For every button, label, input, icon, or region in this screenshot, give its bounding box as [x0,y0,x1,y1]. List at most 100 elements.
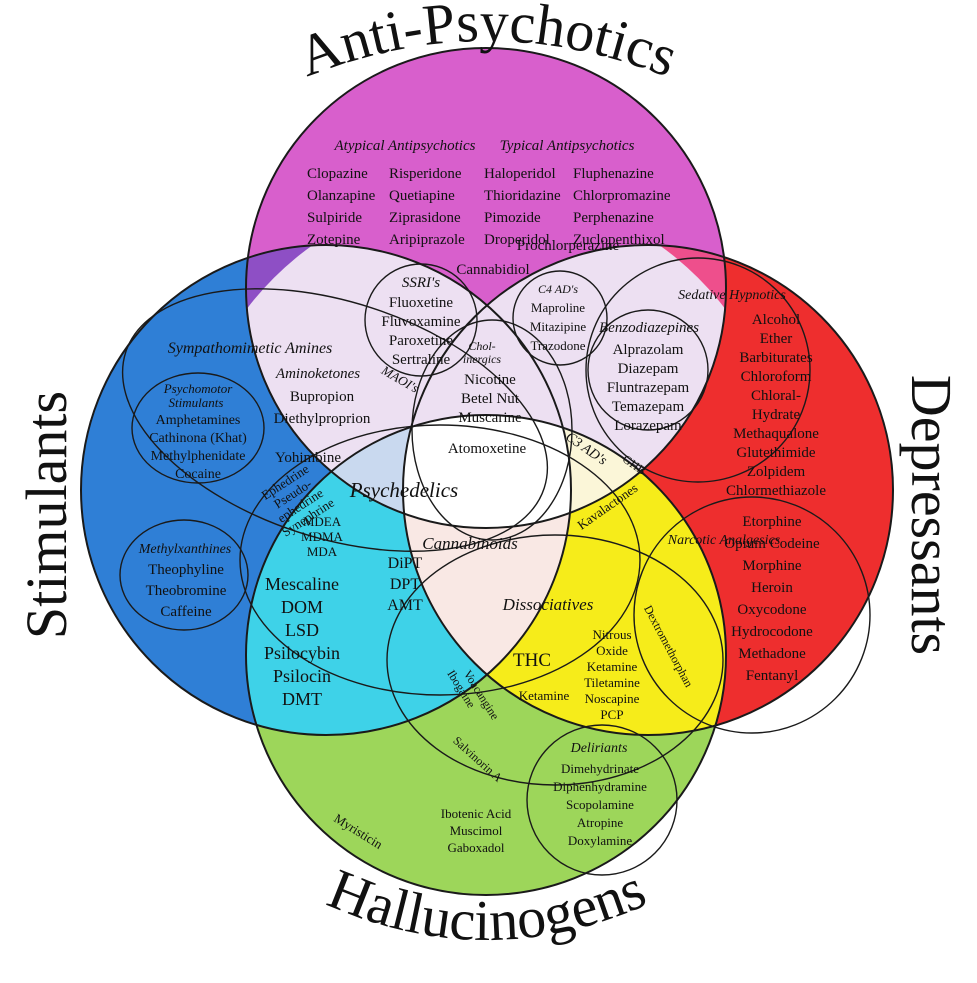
drug-label: DMT [282,689,322,709]
drug-label: Heroin [751,580,793,596]
drug-label: Gaboxadol [447,840,504,855]
drug-label: Muscimol [450,823,503,838]
benzodiazepines-title: Benzodiazepines [599,320,699,336]
drug-label: Hydrate [752,407,801,423]
drug-label: Hydrocodone [731,624,813,640]
drug-label: Aripiprazole [389,232,465,248]
deliriants-title: Deliriants [570,741,628,756]
drug-label: Haloperidol [484,166,556,182]
drug-label: Methylphenidate [151,449,246,464]
cholinergics-title-a: Chol- [468,339,495,353]
drug-label: Diphenhydramine [553,779,647,794]
drug-label: Etorphine [742,514,801,530]
drug-label: Methaqualone [733,426,819,442]
drug-label: Nicotine [464,372,516,388]
dissociatives-title: Dissociatives [502,595,594,614]
ssri-title: SSRI's [402,275,440,291]
drug-label: Zotepine [307,232,361,248]
deliriants-list: DimehydrinateDiphenhydramineScopolamineA… [553,761,647,848]
drug-label: Fluoxetine [389,295,454,311]
drug-label: Oxycodone [737,602,806,618]
drug-label: Fluntrazepam [607,380,690,396]
psychomotor-title-b: Stimulants [169,395,224,410]
four-way-center [403,415,571,528]
drug-label: Doxylamine [568,833,632,848]
drug-label: Dimehydrinate [561,761,639,776]
typical-col-a: HaloperidolThioridazinePimozideDroperido… [484,166,561,248]
drug-label: MDMA [301,529,344,544]
drug-label: Chloral- [751,388,801,404]
drug-label: Tiletamine [584,675,640,690]
drug-label: Lorazepam [614,418,682,434]
c4-ad-outline [512,270,608,366]
drug-label: Nitrous [593,627,632,642]
drug-label: MDEA [303,514,342,529]
sedative-hypnotics-title: Sedative Hypnotics [678,288,786,303]
psychedelics-outline [239,424,641,696]
cholinergics-title-b: inergics [463,352,502,366]
sedative-hypnotics-list-top: AlcoholEtherBarbituratesChloroformChlora… [726,312,826,499]
ssri-outline [364,263,478,377]
drug-label: Zolpidem [747,464,806,480]
stimulants-outline [80,244,572,736]
drug-label: Ziprasidone [389,210,461,226]
methylxanthines-title: Methylxanthines [138,542,232,557]
drug-label: Temazepam [612,399,685,415]
drug-label: Glutethimide [736,445,815,461]
benzodiazepines-outline [587,309,709,431]
drug-label: Mescaline [265,574,339,594]
drug-label: Maproline [531,300,585,315]
drug-label: Sertraline [392,352,451,368]
drug-label: Barbiturates [739,350,812,366]
drug-label: Alprazolam [613,342,684,358]
drug-label: Morphine [742,558,802,574]
drug-label: Betel Nut [461,391,520,407]
drug-label: Pimozide [484,210,541,226]
drug-label: Alcohol [752,312,800,328]
drug-label: DOM [281,597,323,617]
drug-label: Opium Codeine [724,536,820,552]
drug-label: Diazepam [618,361,679,377]
cannabidiol-label: Cannabidiol [456,262,529,278]
drug-label: Methadone [738,646,806,662]
drug-label: Ether [760,331,792,347]
drug-label: DPT [390,576,420,593]
c4-ad-title: C4 AD's [538,282,578,296]
dissociative-list: NitrousOxideKetamineTiletamineNoscapineP… [584,627,640,722]
drug-label: Fluphenazine [573,166,654,182]
aminoketones-title: Aminoketones [275,366,360,382]
anti-psychotics-outline [245,47,727,529]
drug-label: Clopazine [307,166,368,182]
atypical-antipsychotics-title: Atypical Antipsychotics [334,138,476,154]
drug-label: Scopolamine [566,797,634,812]
depressants-title: Depressants [899,375,964,655]
sedative-hypnotics-outline [585,257,811,483]
ssri-list: FluoxetineFluvoxamineParoxetineSertralin… [381,295,461,368]
thc-label: THC [513,650,551,671]
cholinergics-outline [411,319,573,541]
drug-label: Theobromine [146,583,227,599]
yohimbine-label: Yohimbine [275,450,341,466]
psychomotor-title-a: Psychomotor [163,381,234,396]
typical-antipsychotics-title: Typical Antipsychotics [500,138,635,154]
narcotic-analgesics-outline [633,496,871,734]
drug-label: Muscarine [458,410,522,426]
drug-label: Sulpiride [307,210,362,226]
psychedelics-title: Psychedelics [349,478,458,502]
drug-label: Paroxetine [389,333,453,349]
sympathomimetic-amines-outline [121,288,549,552]
drug-label: Chloroform [741,369,812,385]
drug-label: LSD [285,620,319,640]
benzodiazepines-list: AlprazolamDiazepamFluntrazepamTemazepamL… [607,342,690,434]
depressants-outline [402,244,894,736]
